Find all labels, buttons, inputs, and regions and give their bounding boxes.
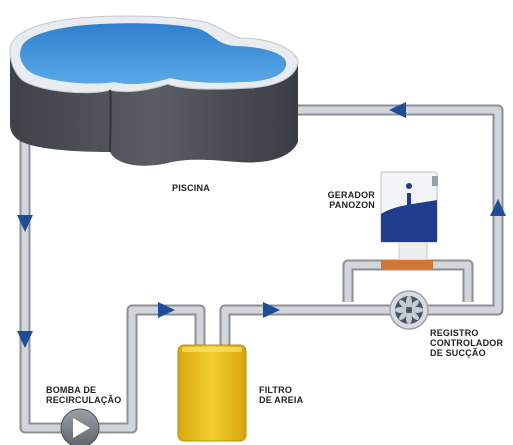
arrow-left-icon [389, 102, 406, 118]
label-filtro: FILTRO DE AREIA [259, 385, 303, 405]
registro-valve [389, 290, 429, 330]
play-icon [73, 418, 90, 438]
label-registro-line3: DE SUCÇÃO [430, 348, 486, 358]
label-registro-line2: CONTROLADOR [430, 338, 504, 348]
sand-filter [177, 344, 247, 442]
label-bomba: BOMBA DE RECIRCULAÇÃO [46, 385, 121, 405]
info-icon [406, 183, 412, 211]
label-gerador-line1: GERADOR [327, 190, 375, 200]
arrow-right-icon [263, 302, 280, 318]
generator-panozon [380, 171, 438, 269]
label-filtro-line2: DE AREIA [259, 395, 304, 405]
arrow-down-icon [17, 331, 33, 348]
label-bomba-line1: BOMBA DE [46, 385, 97, 395]
label-bomba-line2: RECIRCULAÇÃO [46, 395, 122, 405]
arrow-right-icon [158, 302, 175, 318]
arrow-down-icon [17, 215, 33, 232]
label-piscina: PISCINA [172, 183, 210, 193]
label-gerador-line2: PANOZON [329, 200, 375, 210]
label-filtro-line1: FILTRO [259, 385, 293, 395]
arrow-up-icon [490, 199, 506, 216]
label-registro: REGISTRO CONTROLADOR DE SUCÇÃO [430, 328, 503, 358]
fan-icon [395, 296, 423, 324]
flow-arrows [17, 102, 506, 348]
pool [9, 15, 299, 166]
label-gerador: GERADOR PANOZON [327, 190, 375, 210]
connector [381, 260, 433, 269]
recirculation-pump [60, 408, 100, 445]
label-registro-line1: REGISTRO [430, 328, 479, 338]
